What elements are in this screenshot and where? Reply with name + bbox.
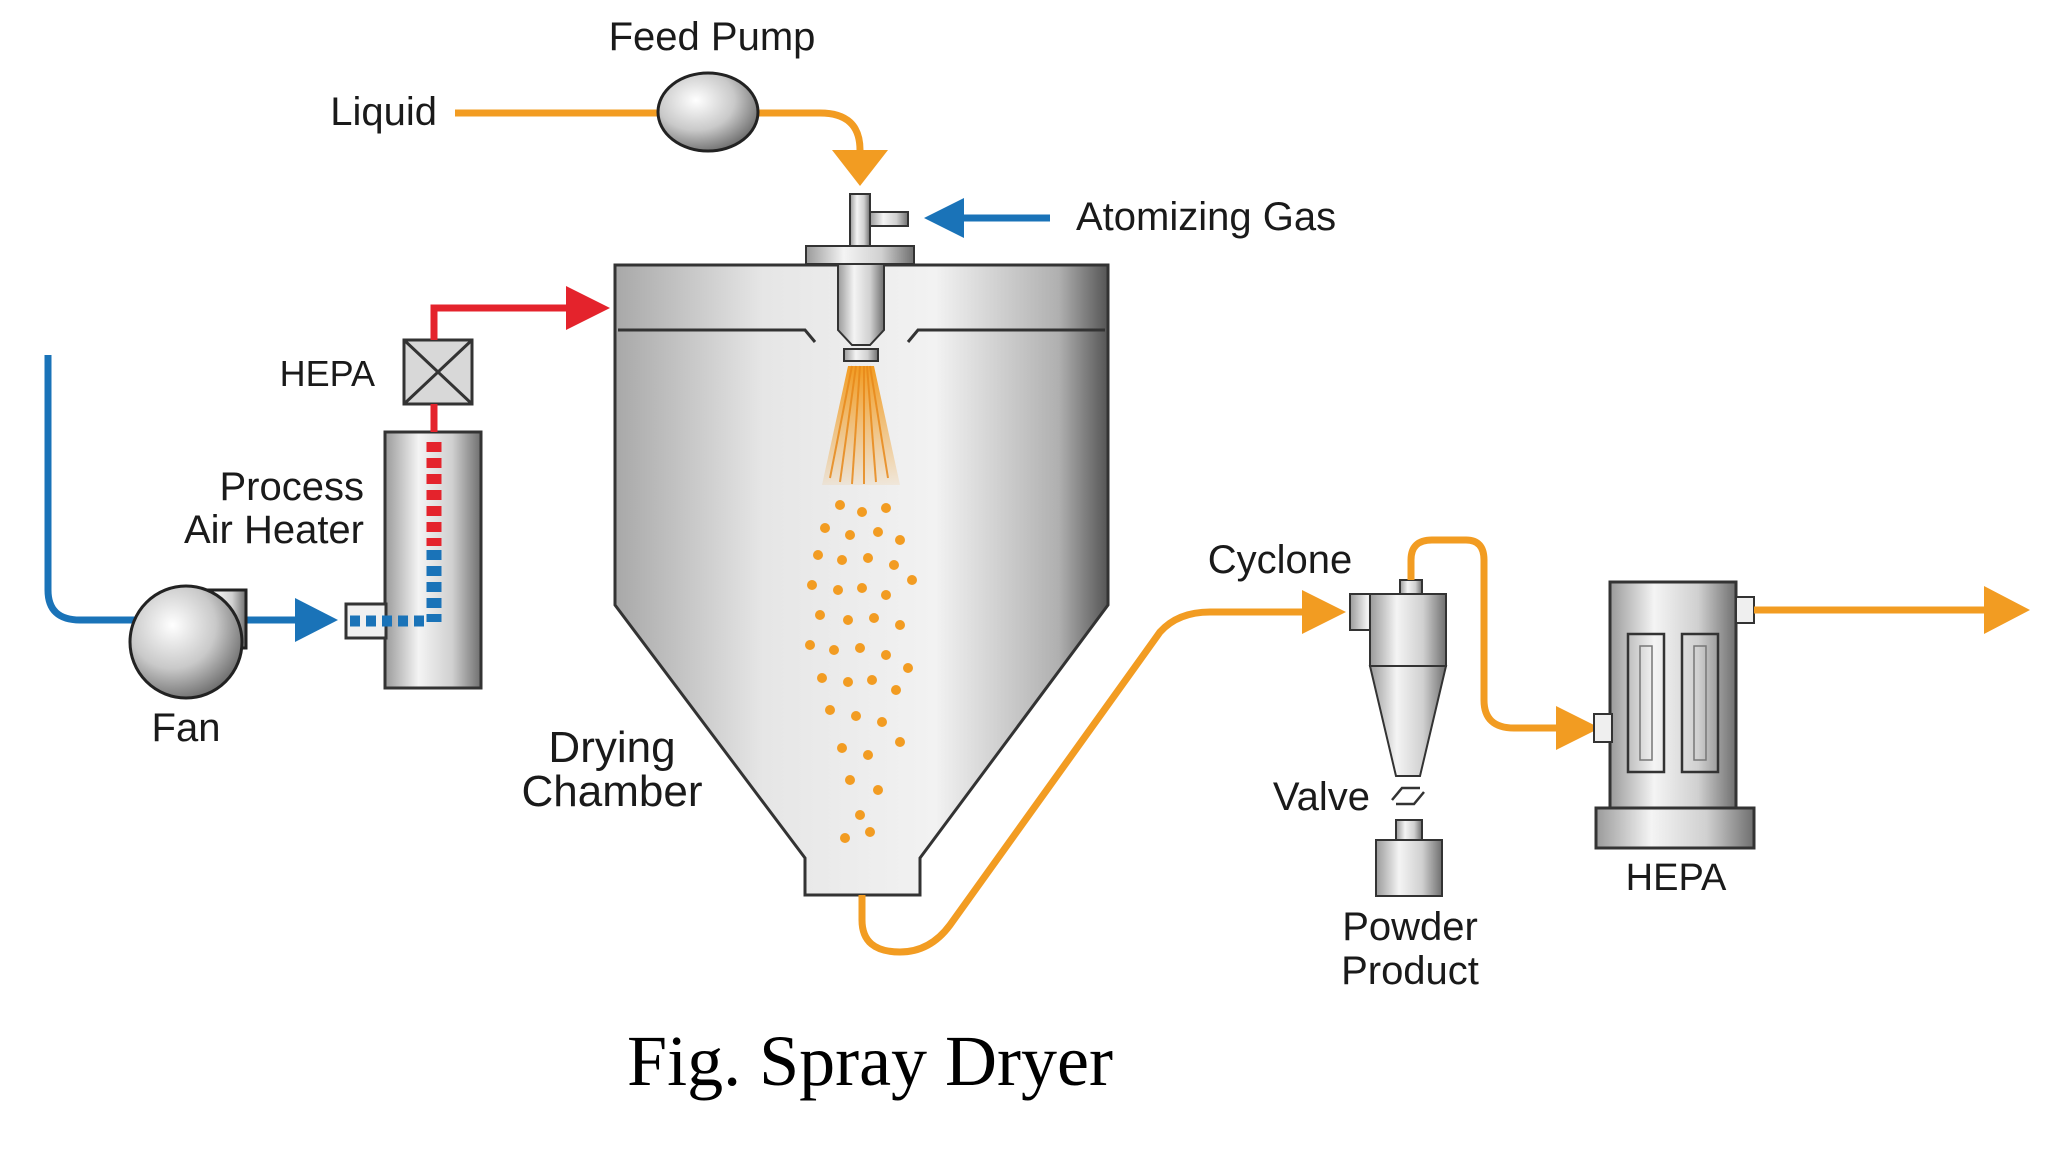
powder-product-label-line1: Powder: [1342, 905, 1478, 949]
process-air-heater: [344, 430, 483, 690]
cyclone: [1349, 579, 1448, 777]
atomizing-gas-arrow-icon: [924, 198, 964, 238]
exhaust-line: [1754, 586, 2030, 634]
liquid-label: Liquid: [330, 90, 437, 134]
hepa-inlet-label: HEPA: [280, 353, 375, 394]
hepa-outlet-filter: [1593, 580, 1756, 850]
hot-air-line: [430, 286, 610, 432]
drying-chamber-label-line1: Drying: [548, 723, 675, 772]
spray-cone: [822, 365, 900, 485]
figure-caption: Fig. Spray Dryer: [627, 1021, 1113, 1101]
process-air-heater-label-line2: Air Heater: [184, 508, 364, 552]
feed-pump: [656, 71, 760, 153]
liquid-feed-line: [455, 109, 888, 186]
hot-air-arrow-icon: [566, 286, 610, 330]
cyclone-outlet-line: [1407, 536, 1600, 750]
feed-pump-label: Feed Pump: [609, 15, 816, 59]
atomizer-nozzle: [805, 193, 915, 265]
atomizing-gas-label: Atomizing Gas: [1076, 195, 1336, 239]
process-air-heater-label-line1: Process: [220, 465, 365, 509]
air-inlet-arrow-icon: [295, 598, 338, 642]
hepa-inlet-arrow-icon: [1556, 706, 1600, 750]
exhaust-arrow-icon: [1984, 586, 2030, 634]
hepa-inlet-filter: [402, 338, 474, 406]
powder-product-container: [1375, 819, 1443, 897]
powder-product-label-line2: Product: [1341, 949, 1479, 993]
fan: [128, 584, 248, 700]
cyclone-inlet-arrow-icon: [1302, 590, 1346, 634]
powder-transfer-line: [858, 590, 1346, 956]
atomizing-gas-line: [924, 198, 1050, 238]
hepa-outlet-label: HEPA: [1626, 857, 1727, 899]
valve: [1391, 786, 1425, 806]
drying-chamber-label-line2: Chamber: [522, 767, 703, 816]
droplets: [805, 500, 917, 843]
drying-chamber: [613, 263, 1110, 897]
valve-label: Valve: [1273, 775, 1370, 819]
liquid-arrow-icon: [832, 150, 888, 186]
cyclone-label: Cyclone: [1208, 538, 1353, 582]
fan-label: Fan: [152, 706, 221, 750]
cold-air-line: [44, 355, 338, 642]
